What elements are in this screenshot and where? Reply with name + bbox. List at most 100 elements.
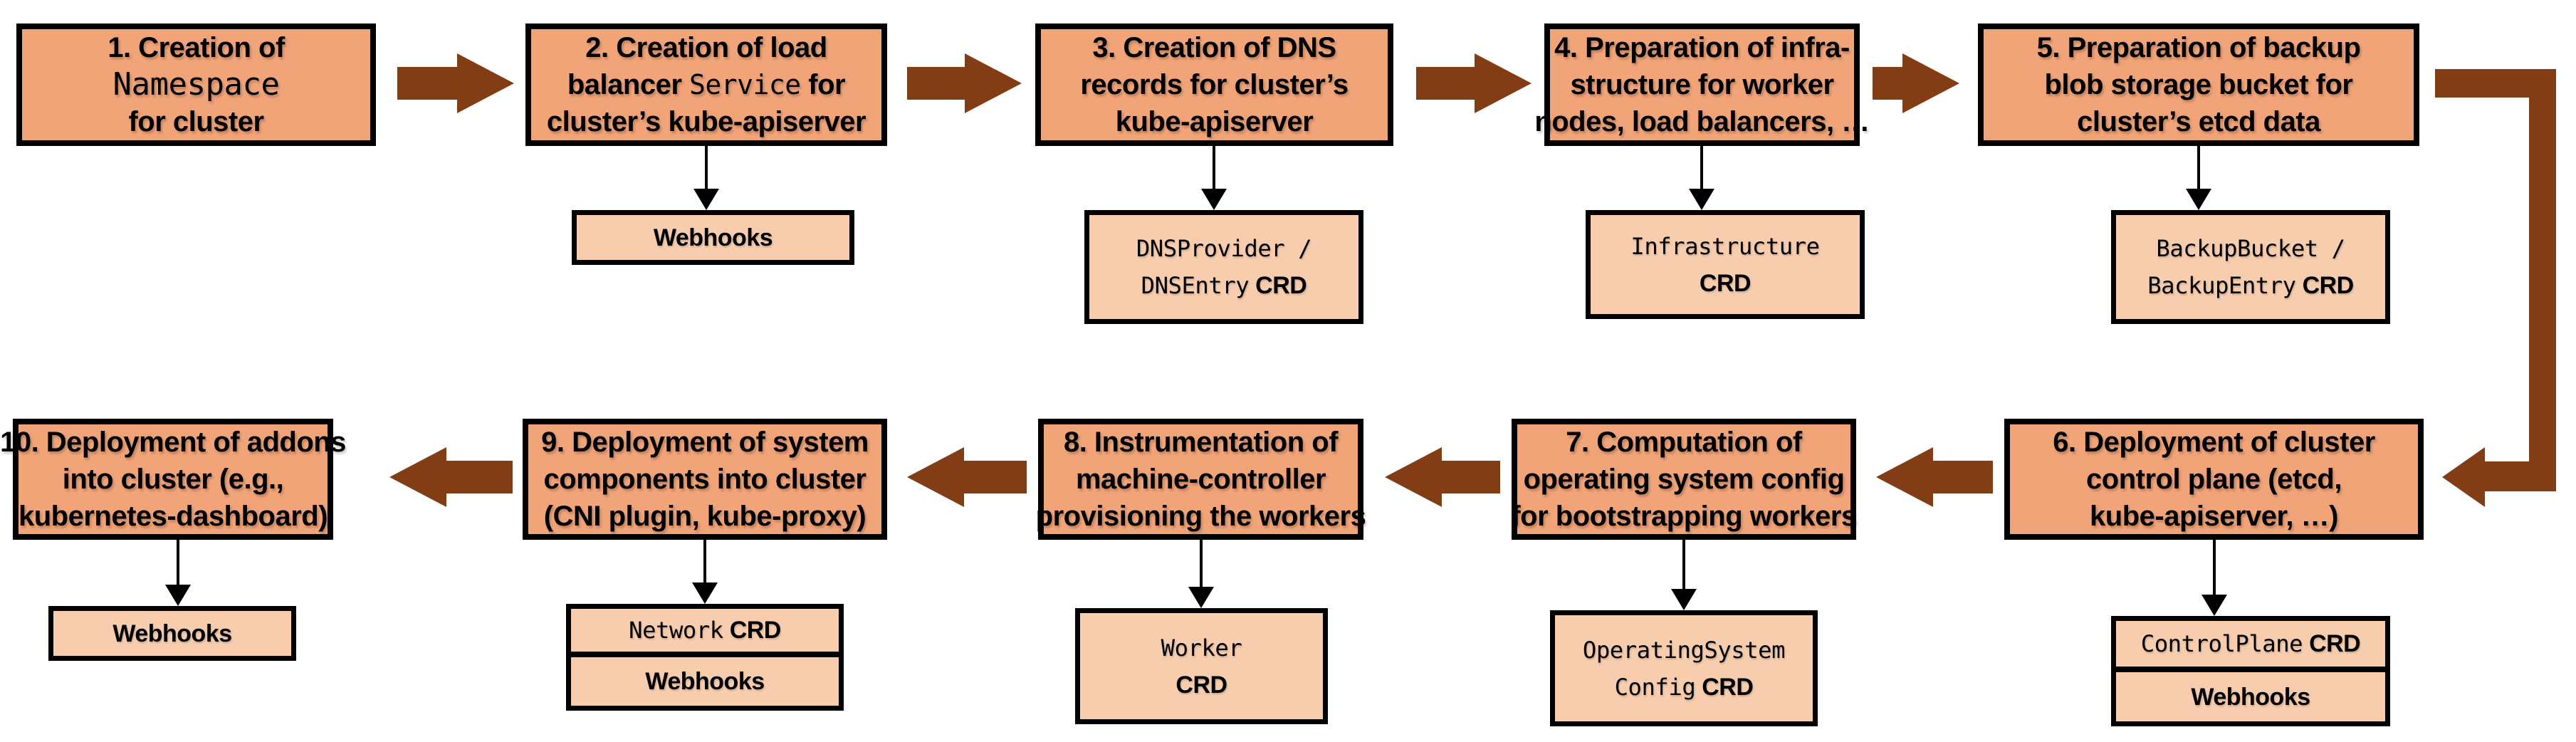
code-text: Service	[689, 69, 801, 100]
step-4-box: 4. Preparation of infra- structure for w…	[1534, 23, 1870, 146]
connector-step-6-to-crd	[2201, 540, 2227, 616]
step-2-box: 2. Creation of load balancer Service for…	[525, 23, 887, 146]
text: for cluster	[128, 106, 264, 137]
code-text: BackupBucket /	[2156, 235, 2345, 262]
arrow-step-9-to-step-10	[389, 447, 513, 507]
crd-label-text: CRD	[729, 617, 782, 644]
connector-arrowhead-icon	[693, 189, 719, 210]
step-7-line-3: for bootstrapping workers	[1511, 498, 1857, 535]
step-5-box: 5. Preparation of backup blob storage bu…	[1978, 23, 2419, 146]
text: Webhooks	[112, 620, 232, 647]
worker-crd-box: Worker CRD	[1075, 608, 1328, 724]
backupbucket-backupentry-crd-box: BackupBucket / BackupEntry CRD	[2111, 210, 2390, 324]
connector-arrowhead-icon	[1188, 587, 1214, 608]
code-text: Network	[629, 617, 723, 644]
connector-line	[1682, 540, 1685, 592]
step-8-line-2: machine-controller	[1076, 461, 1326, 498]
step-6-box: 6. Deployment of cluster control plane (…	[2004, 419, 2424, 540]
crd-label-text: CRD	[2302, 272, 2355, 299]
step-9-line-2: components into cluster	[544, 461, 867, 498]
arrow-shaft	[963, 461, 1027, 493]
text	[2303, 630, 2309, 657]
text: 10. Deployment of addons	[0, 427, 346, 458]
step-4-line-2: structure for worker	[1570, 66, 1834, 103]
arrow-head-icon	[1475, 53, 1532, 113]
connector-arrowhead-icon	[1201, 189, 1227, 210]
text: records for cluster’s	[1080, 69, 1349, 100]
text	[1249, 272, 1255, 299]
network-crd-box: Network CRD	[566, 604, 844, 657]
arrow-step-2-to-step-3	[907, 53, 1022, 113]
step-1-line-3: for cluster	[128, 103, 264, 140]
crd-label-text: CRD	[1176, 671, 1227, 699]
code-text: Worker	[1161, 634, 1242, 662]
connector-step-8-to-crd	[1188, 540, 1214, 608]
text: 7. Computation of	[1566, 427, 1802, 458]
webhooks-label: Webhooks	[654, 219, 773, 256]
step-7-line-1: 7. Computation of	[1566, 424, 1802, 461]
connector-step-3-to-crd	[1201, 146, 1227, 210]
text: kube-apiserver	[1115, 106, 1314, 137]
arrow-shaft	[907, 67, 966, 100]
arrow-step-7-to-step-8	[1385, 447, 1500, 507]
step-3-line-1: 3. Creation of DNS	[1092, 29, 1336, 66]
crd-label-line-2: CRD	[1176, 667, 1227, 704]
crd-label-line-1: BackupBucket /	[2156, 230, 2345, 267]
arrow-step-4-to-step-5	[1873, 53, 1959, 113]
crd-label: Network CRD	[629, 612, 781, 649]
arrow-head-icon	[389, 447, 446, 507]
arrow-step-1-to-step-2	[397, 53, 514, 113]
crd-label-line-2: Config CRD	[1615, 669, 1754, 706]
arrow-head-icon	[2442, 447, 2485, 507]
step-3-line-2: records for cluster’s	[1080, 66, 1349, 103]
arrow-step-3-to-step-4	[1416, 53, 1532, 113]
step-2-line-1: 2. Creation of load	[585, 29, 827, 66]
crd-label-line-2: BackupEntry CRD	[2147, 267, 2354, 304]
code-text: BackupEntry	[2147, 272, 2296, 299]
connector-line	[703, 540, 706, 585]
step-6-line-2: control plane (etcd,	[2086, 461, 2342, 498]
text	[2296, 272, 2303, 299]
arrow-head-icon	[457, 53, 514, 113]
connector-line	[2197, 146, 2200, 192]
connector-arrowhead-icon	[1671, 589, 1697, 610]
connector-arrowhead-icon	[165, 585, 191, 606]
step-1-line-1: 1. Creation of	[108, 29, 285, 66]
step-10-line-1: 10. Deployment of addons	[0, 424, 346, 461]
crd-label-line-1: DNSProvider /	[1136, 230, 1312, 267]
step-9-line-1: 9. Deployment of system	[541, 424, 869, 461]
step-9-line-3: (CNI plugin, kube-proxy)	[544, 498, 866, 535]
infrastructure-crd-box: Infrastructure CRD	[1586, 210, 1865, 319]
connector-line	[705, 146, 708, 192]
arrow-segment-bottom	[2485, 461, 2556, 491]
arrow-step-8-to-step-9	[907, 447, 1027, 507]
crd-label-line-1: OperatingSystem	[1582, 632, 1786, 669]
webhooks-label: Webhooks	[2191, 679, 2310, 716]
webhooks-box-step-2: Webhooks	[572, 210, 854, 265]
step-7-box: 7. Computation of operating system confi…	[1511, 419, 1857, 540]
crd-label: ControlPlane CRD	[2141, 625, 2361, 662]
connector-arrowhead-icon	[692, 582, 718, 604]
crd-label-text: CRD	[1255, 272, 1307, 299]
arrow-shaft	[1932, 461, 1993, 493]
step-4-line-3: nodes, load balancers, …	[1534, 103, 1870, 140]
code-text: OperatingSystem	[1582, 636, 1786, 664]
connector-line	[177, 540, 179, 587]
arrow-shaft	[397, 67, 459, 100]
text: Webhooks	[2191, 683, 2310, 711]
text: 1. Creation of	[108, 32, 285, 63]
text: structure for worker	[1570, 69, 1834, 100]
connector-step-4-to-crd	[1689, 146, 1714, 210]
step-8-line-3: provisioning the workers	[1036, 498, 1366, 535]
arrow-head-icon	[1876, 447, 1933, 507]
step-3-line-3: kube-apiserver	[1116, 103, 1314, 140]
text: Webhooks	[645, 668, 765, 695]
step-2-line-2: balancer Service for	[567, 66, 846, 103]
connector-arrowhead-icon	[2201, 595, 2227, 616]
webhooks-box-step-10: Webhooks	[48, 606, 296, 661]
webhooks-box-step-6: Webhooks	[2111, 667, 2390, 726]
text: operating system config	[1523, 464, 1845, 495]
step-10-line-2: into cluster (e.g.,	[63, 461, 284, 498]
connector-line	[1700, 146, 1703, 192]
text: 4. Preparation of infra-	[1554, 32, 1850, 63]
